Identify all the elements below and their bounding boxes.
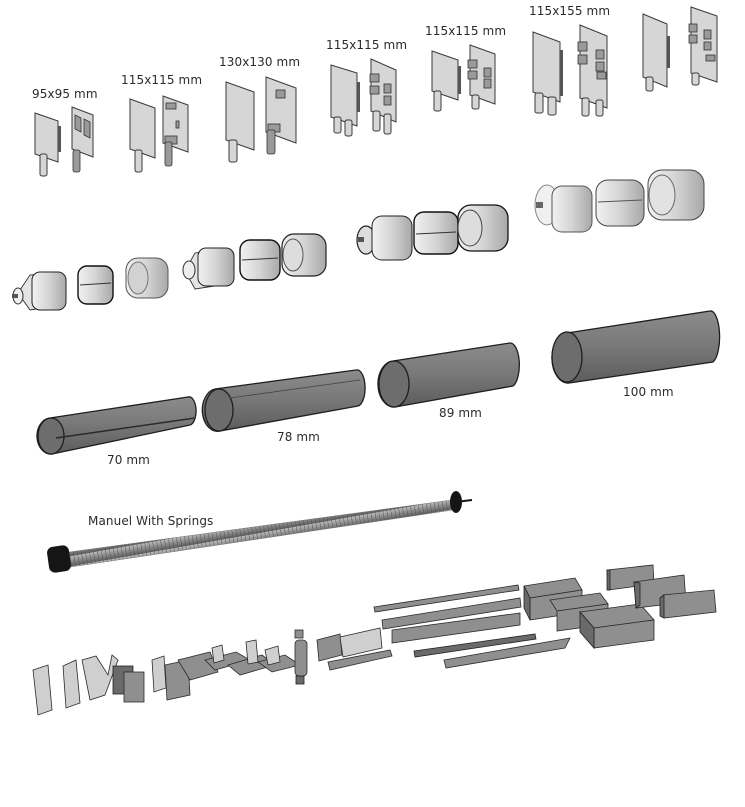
bracket-label-95: 95x95 mm: [32, 87, 98, 101]
adapter-crown-ring: [77, 265, 114, 305]
adapter-crown-ring: [413, 211, 459, 255]
bracket-label-115-c: 115x115 mm: [425, 24, 507, 38]
spring-axle: [47, 491, 473, 573]
tube-label-89: 89 mm: [439, 406, 482, 420]
rail-bottom-lip: [443, 637, 571, 669]
adapter-drive-cap: [12, 271, 67, 311]
adapter-crown-ring: [595, 179, 645, 227]
profile-box-3: [579, 603, 655, 650]
adapter-set-70: [12, 257, 169, 311]
adapter-set-78: [182, 233, 327, 290]
bracket-label-115-a: 115x115 mm: [121, 73, 203, 87]
rail-long-slotted: [381, 597, 522, 630]
profile-box-6: [659, 589, 717, 619]
adapter-ring: [647, 169, 705, 221]
tube-70: [36, 396, 197, 455]
small-hardware-parts: [32, 627, 393, 716]
bracket-label-130: 130x130 mm: [219, 55, 301, 69]
adapter-set-100: [534, 169, 705, 233]
bracket-plate-back: [688, 6, 718, 86]
bracket-plate-front: [431, 50, 461, 112]
bracket-group-large: [642, 6, 718, 92]
adapter-ring: [125, 257, 169, 299]
adapter-crown-ring: [239, 239, 281, 281]
adapter-drive-cap: [356, 215, 413, 261]
part-plate-bracket: [32, 664, 53, 716]
bracket-plate-back: [162, 95, 189, 167]
rail-round-bar: [391, 612, 521, 644]
bracket-plate-front: [642, 13, 670, 92]
bracket-group-155: [532, 24, 608, 117]
bracket-plate-back: [265, 76, 297, 155]
bracket-plate-back: [71, 106, 94, 173]
adapter-set-89: [356, 204, 509, 261]
tube-label-100: 100 mm: [623, 385, 674, 399]
part-long-plate: [339, 627, 383, 658]
part-bearing-bracket: [62, 659, 81, 709]
spring-end-cap-left: [47, 545, 71, 573]
tube-label-70: 70 mm: [107, 453, 150, 467]
tube-label-78: 78 mm: [277, 430, 320, 444]
adapter-drive-cap: [182, 247, 235, 290]
bracket-plate-back: [467, 44, 496, 110]
part-l-bracket-3: [211, 644, 225, 664]
bracket-plate-front: [532, 31, 563, 116]
bracket-group-115-c: [431, 44, 496, 112]
tube-89: [377, 342, 520, 408]
part-handle-bar: [327, 649, 393, 671]
part-l-bracket-7: [264, 645, 281, 666]
tube-78: [201, 369, 366, 432]
bracket-plate-front: [225, 81, 255, 163]
bracket-group-115-a: [129, 95, 189, 173]
rail-thin: [373, 584, 520, 613]
bracket-label-155: 115x155 mm: [529, 4, 611, 18]
adapter-ring: [457, 204, 509, 252]
adapter-ring: [281, 233, 327, 277]
bracket-group-130: [225, 76, 297, 163]
spring-axle-label: Manuel With Springs: [88, 514, 214, 528]
bracket-plate-front: [330, 64, 360, 137]
bracket-label-115-b: 115x115 mm: [326, 38, 408, 52]
bracket-plate-front: [129, 98, 156, 173]
part-l-bracket-5: [245, 639, 259, 665]
profiles-rails: [373, 564, 717, 669]
part-small-guide: [151, 655, 167, 693]
part-clip-block: [123, 671, 145, 703]
tube-100: [551, 310, 721, 384]
part-mounting-plate: [316, 633, 343, 662]
bracket-group-115-b: [330, 58, 397, 137]
bracket-plate-back: [577, 24, 608, 117]
part-hook: [81, 654, 119, 701]
rail-bottom-dark: [413, 633, 537, 658]
bracket-plate-back: [369, 58, 397, 135]
adapter-drive-cap: [534, 184, 593, 233]
part-winch: [294, 629, 308, 685]
bracket-group-95: [34, 106, 94, 177]
bracket-plate-front: [34, 112, 61, 177]
